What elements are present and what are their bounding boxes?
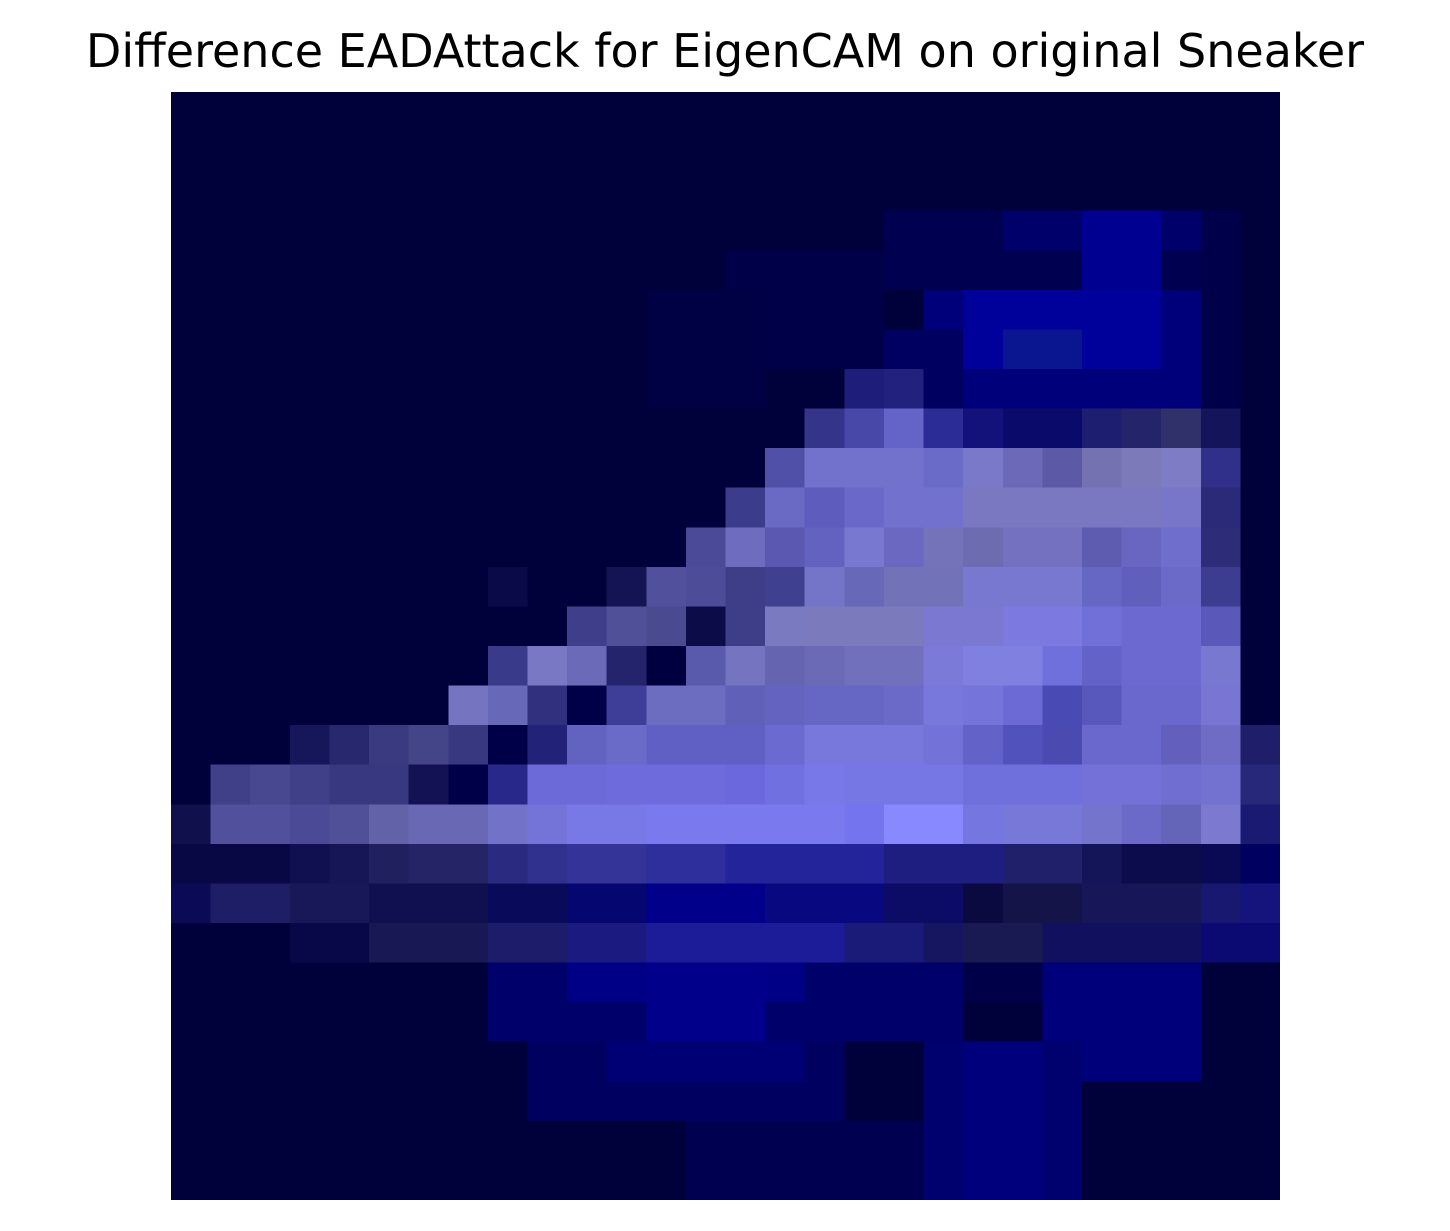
figure-title: Difference EADAttack for EigenCAM on ori… — [85, 24, 1365, 78]
heatmap-image — [171, 92, 1280, 1200]
sneaker-heatmap-svg — [171, 92, 1280, 1200]
